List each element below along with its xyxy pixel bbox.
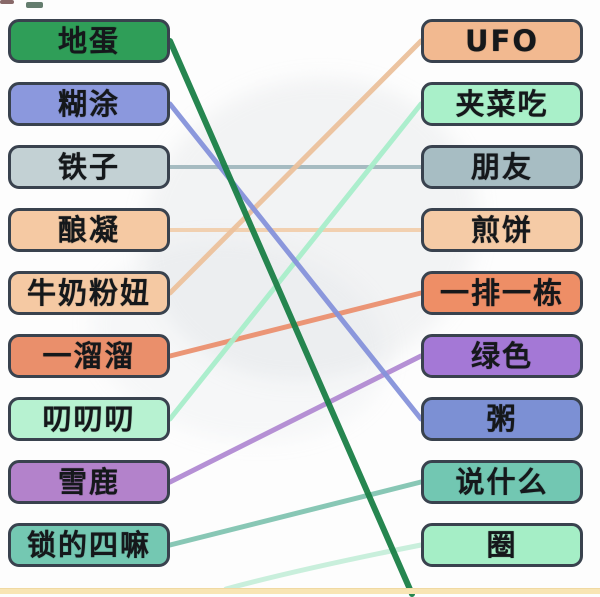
word-box-niangning[interactable]: 酿凝 — [8, 208, 170, 252]
word-box-suodesima[interactable]: 锁的四嘛 — [8, 523, 170, 567]
word-box-jiacaichi[interactable]: 夹菜吃 — [421, 82, 583, 126]
line-suodesima-shuoshenme — [167, 479, 424, 548]
word-box-shuoshenme[interactable]: 说什么 — [421, 460, 583, 504]
word-label: 锁的四嘛 — [26, 527, 151, 562]
word-label: 铁子 — [57, 149, 120, 184]
word-label: 叨叨叨 — [42, 401, 136, 436]
top-edge-artifact — [0, 0, 14, 4]
line-didan-stray — [167, 38, 415, 597]
word-label: 绿色 — [470, 338, 533, 373]
word-box-quan[interactable]: 圈 — [421, 523, 583, 567]
line-hutu-zhou — [167, 101, 424, 422]
word-label: 圈 — [486, 527, 518, 562]
word-box-daodaodao[interactable]: 叨叨叨 — [8, 397, 170, 441]
word-box-niunaifenniu[interactable]: 牛奶粉妞 — [8, 271, 170, 315]
word-box-zhou[interactable]: 粥 — [421, 397, 583, 441]
word-box-pengyou[interactable]: 朋友 — [421, 145, 583, 189]
word-box-xuelu[interactable]: 雪鹿 — [8, 460, 170, 504]
word-box-hutu[interactable]: 糊涂 — [8, 82, 170, 126]
line-xuelu-lvse — [167, 353, 424, 485]
word-box-tiezi[interactable]: 铁子 — [8, 145, 170, 189]
word-label: 夹菜吃 — [455, 86, 549, 121]
word-box-jianbing[interactable]: 煎饼 — [421, 208, 583, 252]
top-edge-artifact — [26, 2, 43, 8]
word-label: 牛奶粉妞 — [26, 275, 151, 310]
word-label: 说什么 — [455, 464, 549, 499]
bottom-bar-cutoff — [0, 588, 600, 594]
word-label: 粥 — [486, 401, 518, 436]
word-box-ufo[interactable]: UFO — [421, 19, 583, 63]
word-box-didan[interactable]: 地蛋 — [8, 19, 170, 63]
word-label: 一排一栋 — [439, 275, 564, 310]
word-box-yipaiyidong[interactable]: 一排一栋 — [421, 271, 583, 315]
word-box-yiliuliu[interactable]: 一溜溜 — [8, 334, 170, 378]
word-label: 酿凝 — [57, 212, 120, 247]
word-box-lvse[interactable]: 绿色 — [421, 334, 583, 378]
word-label: 煎饼 — [470, 212, 533, 247]
word-label: 地蛋 — [57, 23, 120, 58]
word-label: 雪鹿 — [57, 464, 120, 499]
word-label: 朋友 — [470, 149, 533, 184]
word-label: 一溜溜 — [42, 338, 136, 373]
line-niunaifenniu-ufo — [167, 38, 424, 296]
word-label: UFO — [464, 23, 539, 58]
word-label: 糊涂 — [57, 86, 120, 121]
